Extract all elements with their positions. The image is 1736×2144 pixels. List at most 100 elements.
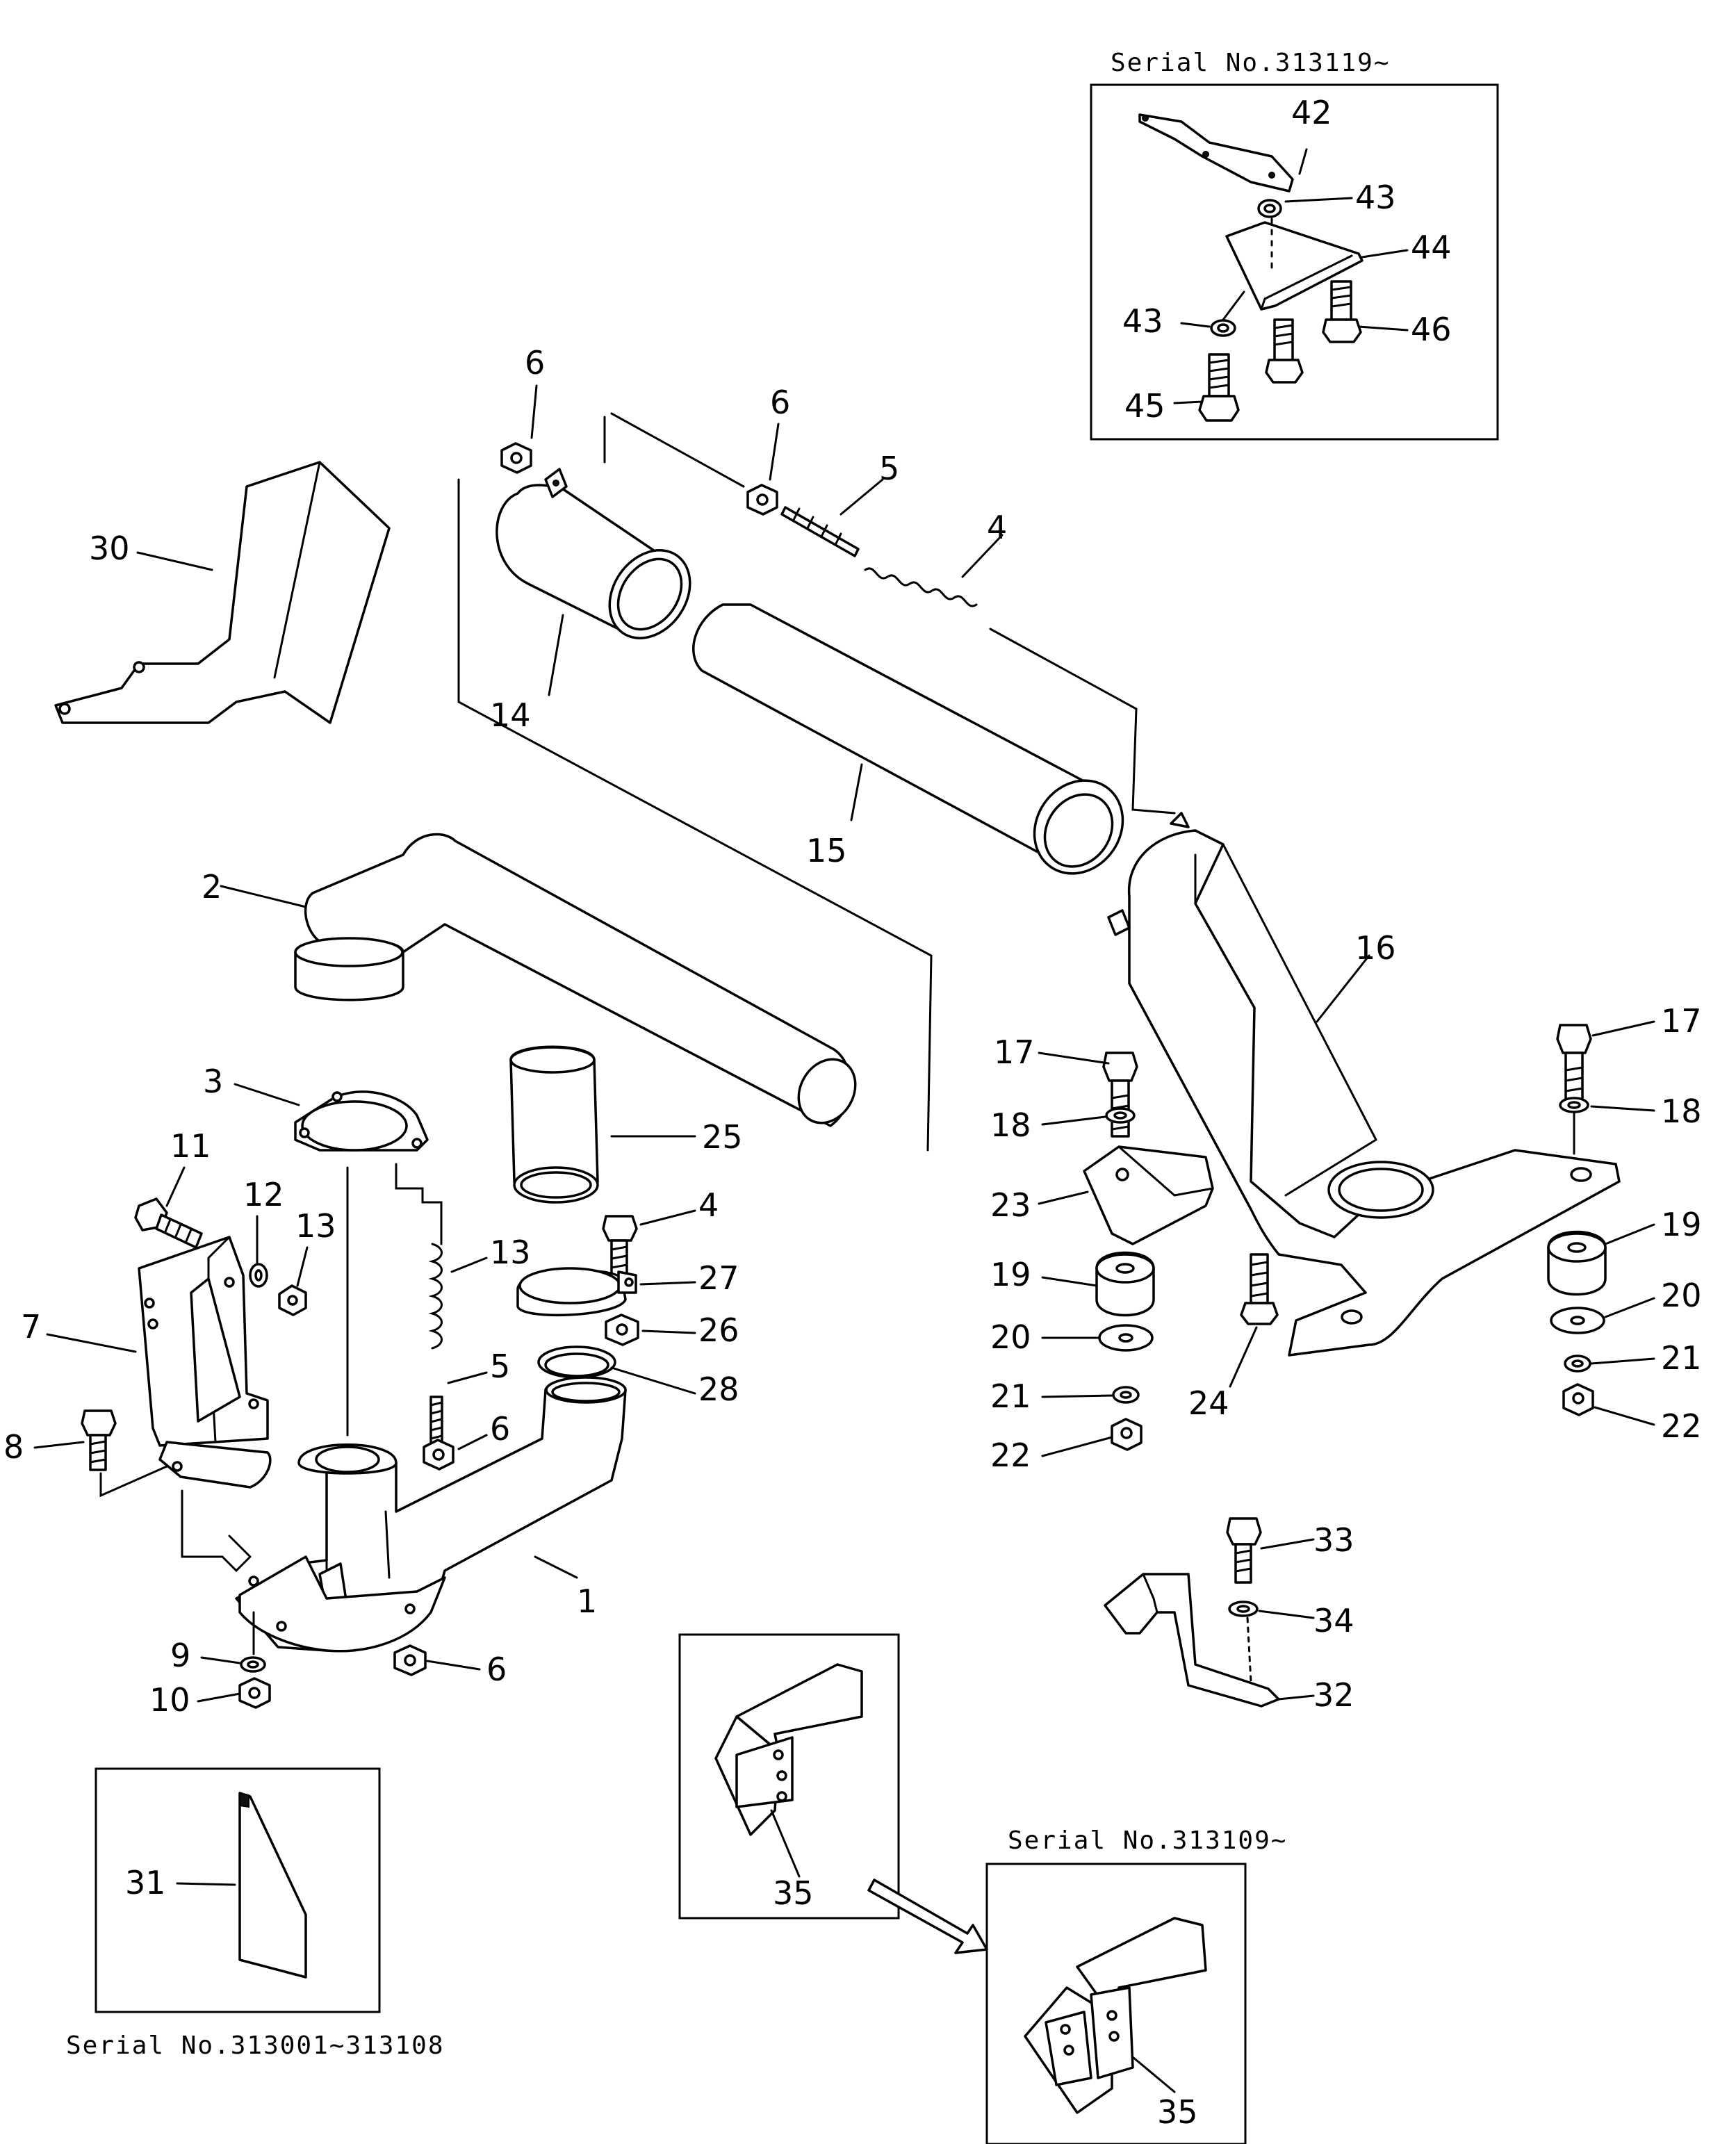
part-6-nut-d xyxy=(393,1644,427,1676)
callout-28: 26 xyxy=(698,1311,739,1349)
callout-9: 9 xyxy=(170,1637,190,1674)
callout-44: 44 xyxy=(1411,229,1452,266)
callout-6: 6 xyxy=(770,384,790,421)
callout-1: 1 xyxy=(577,1582,597,1620)
callout-21: 21 xyxy=(990,1377,1031,1415)
callout-10: 10 xyxy=(149,1681,190,1719)
callout-4: 13 xyxy=(490,1234,531,1271)
part-32-bracket xyxy=(1104,1573,1280,1708)
callout-17: 17 xyxy=(1661,1002,1702,1040)
part-1-exhaust-elbow xyxy=(235,1376,627,1653)
part-11-bolt xyxy=(134,1197,203,1249)
part-6-nut-a xyxy=(500,442,532,474)
part-6-nut-c xyxy=(423,1439,455,1471)
part-12-lockwasher xyxy=(249,1263,268,1288)
part-29-ring xyxy=(537,1345,616,1379)
part-19-mount-right xyxy=(1547,1230,1607,1296)
callout-32: 32 xyxy=(1313,1676,1354,1714)
part-5-stud-lower xyxy=(429,1396,443,1454)
callout-19: 19 xyxy=(1661,1206,1702,1243)
part-26-band-clamp xyxy=(516,1267,637,1317)
part-33-bolt xyxy=(1226,1517,1262,1584)
callout-46: 46 xyxy=(1411,311,1452,348)
callout-34: 34 xyxy=(1313,1602,1354,1639)
callout-33: 33 xyxy=(1313,1521,1354,1559)
callout-30: 30 xyxy=(89,530,130,567)
part-5-stud xyxy=(780,506,860,557)
part-43-washer-bottom xyxy=(1210,319,1236,337)
callout-23: 23 xyxy=(990,1186,1031,1224)
callout-20: 20 xyxy=(990,1318,1031,1356)
part-22-nut-right xyxy=(1562,1383,1594,1416)
callout-16: 16 xyxy=(1355,929,1396,967)
part-42-bracket xyxy=(1138,113,1294,193)
callout-35: 35 xyxy=(1157,2093,1198,2131)
part-44-plate xyxy=(1225,221,1364,311)
part-24-bolt xyxy=(1240,1253,1279,1325)
callout-18: 18 xyxy=(990,1106,1031,1144)
part-34-washer xyxy=(1228,1601,1259,1617)
arrow-new-version-icon xyxy=(867,1879,988,1954)
callout-26: 27 xyxy=(698,1259,739,1297)
callout-22: 22 xyxy=(1661,1407,1702,1445)
part-35-guard-new xyxy=(1024,1917,1207,2114)
part-43-washer-top xyxy=(1257,199,1282,218)
part-6-nut-b xyxy=(746,484,778,516)
callout-2: 2 xyxy=(202,868,222,906)
assembly-line-top xyxy=(457,412,1176,1152)
callout-12: 12 xyxy=(243,1176,284,1213)
callout-6: 6 xyxy=(525,344,545,382)
callout-45: 45 xyxy=(1124,387,1165,425)
serial-note-bottom-left: Serial No.313001~313108 xyxy=(66,2031,445,2060)
part-25-tube xyxy=(509,1045,599,1204)
part-4-spring xyxy=(864,567,978,607)
part-20-washer-left xyxy=(1098,1324,1154,1352)
serial-note-bottom-right: Serial No.313109~ xyxy=(1008,1826,1287,1855)
callout-13: 13 xyxy=(295,1207,336,1245)
part-2-elbow-pipe xyxy=(294,833,857,1127)
part-27-bolt xyxy=(602,1215,638,1280)
part-3-gasket xyxy=(294,1090,429,1152)
callout-17: 17 xyxy=(994,1033,1035,1071)
callout-43: 43 xyxy=(1122,302,1163,340)
callout-18: 18 xyxy=(1661,1093,1702,1130)
part-35-guard-old xyxy=(714,1663,863,1836)
callout-4: 4 xyxy=(987,509,1007,546)
part-28-nut xyxy=(605,1314,639,1346)
inset-box-bottom-center xyxy=(678,1633,900,1920)
part-18-washer-left xyxy=(1105,1107,1136,1124)
callout-6: 6 xyxy=(490,1410,510,1448)
inset-box-top-right xyxy=(1090,83,1499,441)
part-22-nut-left xyxy=(1111,1418,1143,1451)
callout-31: 31 xyxy=(125,1864,166,1901)
callout-24: 24 xyxy=(1188,1384,1229,1422)
callout-27: 4 xyxy=(698,1186,719,1224)
callout-7: 7 xyxy=(21,1308,41,1345)
part-17-bolt-right xyxy=(1556,1024,1592,1110)
part-16-exhaust-bracket xyxy=(1107,812,1621,1357)
callout-43: 43 xyxy=(1355,179,1396,216)
callout-29: 28 xyxy=(698,1370,739,1408)
part-21-lockwasher-right xyxy=(1564,1355,1591,1373)
part-31-plate xyxy=(238,1792,307,1979)
part-18-washer-right xyxy=(1559,1097,1589,1113)
part-4-spring-lower xyxy=(428,1243,443,1350)
callout-25: 25 xyxy=(702,1118,743,1156)
part-9-washer xyxy=(240,1656,266,1673)
part-17-bolt-left xyxy=(1102,1051,1138,1138)
inset-box-bottom-right xyxy=(985,1863,1247,2144)
callout-15: 15 xyxy=(806,832,847,869)
inset-box-bottom-left xyxy=(95,1767,381,2013)
part-20-washer-right xyxy=(1550,1307,1605,1334)
part-13-nut xyxy=(278,1284,307,1316)
part-7-bracket xyxy=(138,1236,272,1489)
callout-19: 19 xyxy=(990,1256,1031,1293)
part-10-nut xyxy=(238,1677,271,1709)
serial-note-top-right: Serial No.313119~ xyxy=(1111,49,1390,77)
callout-6: 6 xyxy=(486,1651,507,1688)
callout-22: 22 xyxy=(990,1437,1031,1474)
callout-35: 35 xyxy=(773,1874,814,1912)
callout-8: 8 xyxy=(3,1428,24,1466)
part-bolt-middle xyxy=(1265,318,1304,384)
